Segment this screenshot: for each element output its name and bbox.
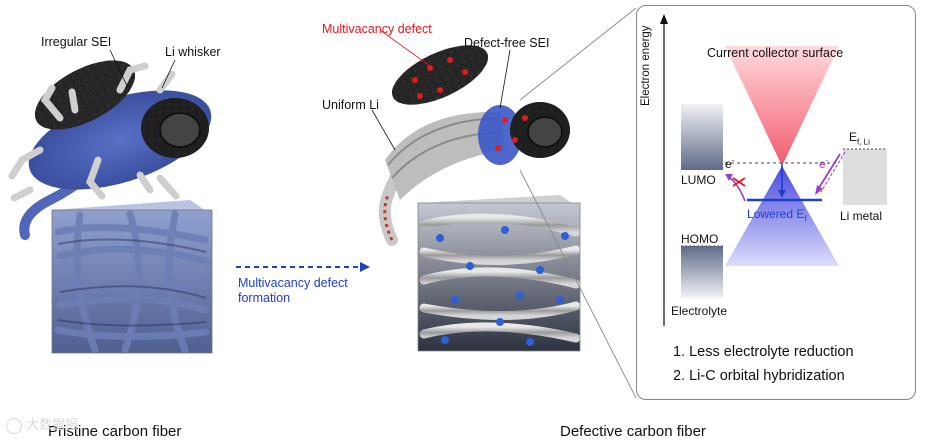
multivacancy-defect-label: Multivacancy defect [322,22,432,36]
lowered-ef-label: Lowered Ef [747,207,807,224]
note-1: 1. Less electrolyte reduction [673,344,854,360]
li-electron-path [816,153,841,192]
homo-label: HOMO [681,232,719,246]
energy-diagram-panel: Electron energy Current collector surfac… [636,5,916,400]
homo-band [681,246,723,298]
pristine-caption: Pristine carbon fiber [48,423,182,440]
defective-fiber [378,45,570,246]
uniform-li-label: Uniform Li [322,98,379,112]
defective-caption: Defective carbon fiber [560,423,706,440]
energy-axis-arrow [660,14,668,24]
arrow-label-line2: formation [238,291,291,305]
pristine-fiber-cube [51,200,213,354]
electron-label-1: e- [725,156,735,171]
watermark: 大数据报 [6,414,78,434]
red-cone [725,46,839,166]
electrolyte-label: Electrolyte [671,304,728,318]
arrow-label-line1: Multivacancy defect [238,276,348,290]
li-metal-label: Li metal [840,209,883,223]
note-2: 2. Li-C orbital hybridization [673,368,845,384]
energy-axis-label: Electron energy [640,25,652,106]
defect-free-sei-label: Defect-free SEI [464,36,550,50]
arrow-head [360,262,370,272]
li-metal-band [843,149,887,205]
fermi-li-label: Ef, Li [849,130,870,147]
lumo-label: LUMO [681,173,716,187]
energy-diagram-graphics [660,14,887,326]
li-whisker-label: Li whisker [165,45,221,59]
electron-label-2: e- [819,156,829,171]
lumo-band [681,104,723,170]
defective-fiber-cube [417,195,582,352]
panel-title: Current collector surface [707,46,844,60]
irregular-sei-label: Irregular SEI [41,35,112,49]
pristine-fiber [19,60,212,240]
li-whiskers [8,62,180,202]
watermark-logo-icon [6,417,22,434]
blue-cone [725,166,839,266]
